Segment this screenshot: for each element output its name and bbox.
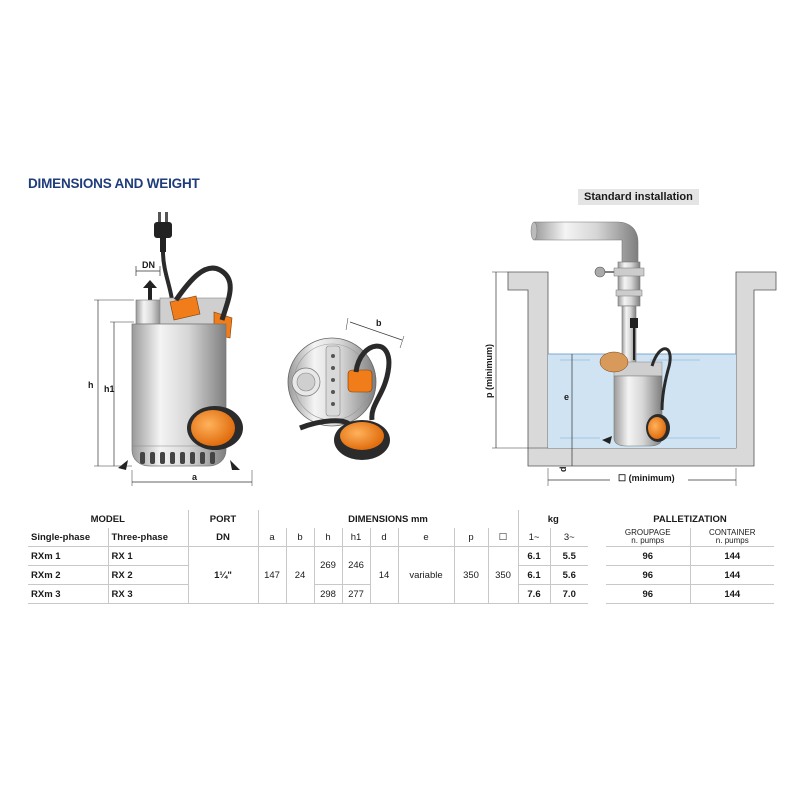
table-row: 96 144 xyxy=(606,565,774,585)
installation-diagram: p (minimum) e d ☐ (minimum) xyxy=(484,221,777,486)
three-phase-header: Three-phase xyxy=(108,528,189,547)
dimensions-table: MODEL PORT DIMENSIONS mm kg Single-phase… xyxy=(28,510,588,604)
h1-value-12: 246 xyxy=(342,546,371,585)
a-label: a xyxy=(192,472,198,482)
container-unit: n. pumps xyxy=(715,536,749,545)
col-p: p xyxy=(454,528,489,547)
col-kg-single: 1~ xyxy=(518,528,551,547)
col-e: e xyxy=(398,528,455,547)
e-label: e xyxy=(564,392,569,402)
b-value: 24 xyxy=(286,546,315,604)
table-row: RXm 1 RX 1 1¼" 147 24 269 246 14 variabl… xyxy=(28,546,588,604)
standard-installation-label: Standard installation xyxy=(578,189,699,205)
dimensions-header: DIMENSIONS mm xyxy=(258,510,519,528)
port-header: PORT xyxy=(188,510,259,528)
col-a: a xyxy=(258,528,287,547)
table-row: RXm 3 RX 3 298 277 7.6 7.0 xyxy=(28,584,588,604)
dn-label: DN xyxy=(142,260,155,270)
p-minimum-label: p (minimum) xyxy=(484,344,494,398)
col-h1: h1 xyxy=(342,528,371,547)
h-value-12: 269 xyxy=(314,546,343,585)
min-width-label: ☐ (minimum) xyxy=(618,473,675,483)
d-label: d xyxy=(558,467,568,473)
col-square: ☐ xyxy=(488,528,519,547)
square-value: 350 xyxy=(488,546,519,604)
h-label: h xyxy=(88,380,94,390)
groupage-unit: n. pumps xyxy=(631,536,665,545)
plug-icon xyxy=(154,212,172,252)
groupage-header: GROUPAGE xyxy=(624,528,671,537)
pump-top-view: b xyxy=(287,317,405,460)
h1-value-3: 277 xyxy=(342,584,371,604)
table-row: 96 144 xyxy=(606,546,774,566)
col-h: h xyxy=(314,528,343,547)
h-value-3: 298 xyxy=(314,584,343,604)
single-phase-header: Single-phase xyxy=(28,528,109,547)
palletization-table: PALLETIZATION GROUPAGE n. pumps CONTAINE… xyxy=(606,510,774,604)
table-row: 96 144 xyxy=(606,584,774,604)
col-b: b xyxy=(286,528,315,547)
d-value: 14 xyxy=(370,546,399,604)
dn-header: DN xyxy=(188,528,259,547)
port-value: 1¼" xyxy=(188,546,259,604)
col-d: d xyxy=(370,528,399,547)
p-value: 350 xyxy=(454,546,489,604)
col-kg-three: 3~ xyxy=(563,531,575,543)
h1-label: h1 xyxy=(104,384,115,394)
float-switch-icon xyxy=(187,406,243,450)
pump-side-view: DN xyxy=(88,212,253,486)
model-header: MODEL xyxy=(28,510,189,528)
e-value: variable xyxy=(398,546,455,604)
palletization-header: PALLETIZATION xyxy=(653,513,727,525)
kg-header: kg xyxy=(547,513,559,525)
b-label: b xyxy=(376,318,382,328)
technical-drawings: DN xyxy=(88,212,777,486)
section-title: DIMENSIONS AND WEIGHT xyxy=(28,176,200,191)
container-header: CONTAINER xyxy=(708,528,756,537)
a-value: 147 xyxy=(258,546,287,604)
